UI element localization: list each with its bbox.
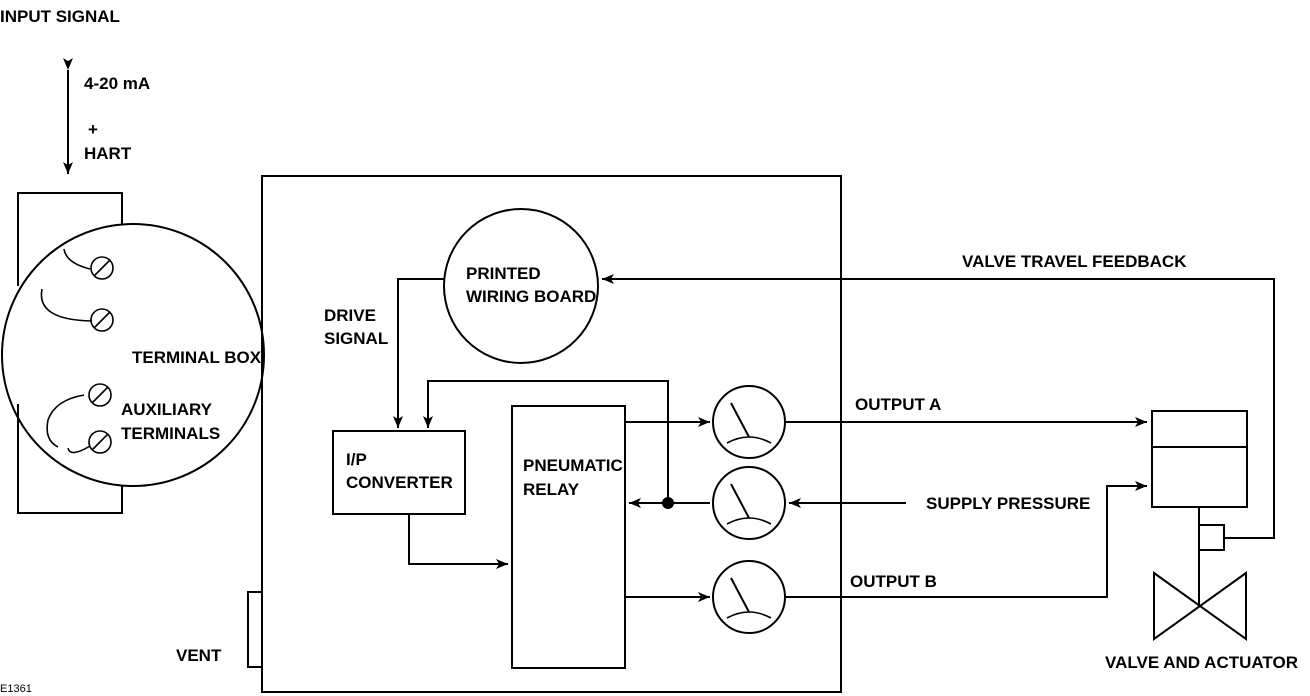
output-a-label: OUTPUT A [855, 395, 941, 414]
ip-to-relay-line [408, 514, 508, 569]
pneumatic-relay-label-2: RELAY [523, 480, 580, 499]
valve-travel-feedback-label: VALVE TRAVEL FEEDBACK [962, 252, 1187, 271]
ip-converter [332, 430, 466, 515]
terminal-screws [40, 248, 114, 454]
printed-wiring-board [443, 208, 599, 364]
figure-code: E1361 [0, 683, 32, 695]
auxiliary-terminals-label-1: AUXILIARY [121, 400, 213, 419]
hart-label: HART [84, 144, 132, 163]
auxiliary-terminals-label-2: TERMINALS [121, 424, 220, 443]
plus-label: + [88, 120, 98, 139]
drive-signal-label-2: SIGNAL [324, 329, 388, 348]
vent-label: VENT [176, 646, 222, 665]
input-signal-label: INPUT SIGNAL [0, 7, 120, 26]
printed-wiring-board-label-1: PRINTED [466, 264, 541, 283]
actuator [1151, 410, 1248, 508]
ip-converter-label-2: CONVERTER [346, 473, 453, 492]
current-range-label: 4-20 mA [84, 74, 150, 93]
positioner-housing [261, 175, 842, 693]
ip-converter-label-1: I/P [346, 450, 367, 469]
supply-to-ip-line [423, 380, 669, 503]
gauge-output-a [712, 385, 786, 459]
valve-and-actuator-label: VALVE AND ACTUATOR [1105, 653, 1298, 672]
terminal-box [1, 192, 265, 514]
valve-travel-feedback-line [602, 274, 1275, 539]
terminal-box-label: TERMINAL BOX [132, 348, 262, 367]
vent-port [247, 591, 263, 668]
drive-signal-line [393, 278, 444, 428]
printed-wiring-board-label-2: WIRING BOARD [466, 287, 596, 306]
drive-signal-label-1: DRIVE [324, 306, 376, 325]
valve-body [1153, 571, 1247, 641]
gauge-supply [712, 466, 786, 540]
screw-icon [88, 256, 114, 454]
pneumatic-relay [511, 405, 626, 669]
output-b-line [785, 481, 1147, 598]
pneumatic-relay-label-1: PNEUMATIC [523, 456, 623, 475]
travel-sensor [1198, 524, 1225, 551]
supply-pressure-label: SUPPLY PRESSURE [926, 494, 1090, 513]
output-b-label: OUTPUT B [850, 572, 937, 591]
gauge-output-b [712, 560, 786, 634]
